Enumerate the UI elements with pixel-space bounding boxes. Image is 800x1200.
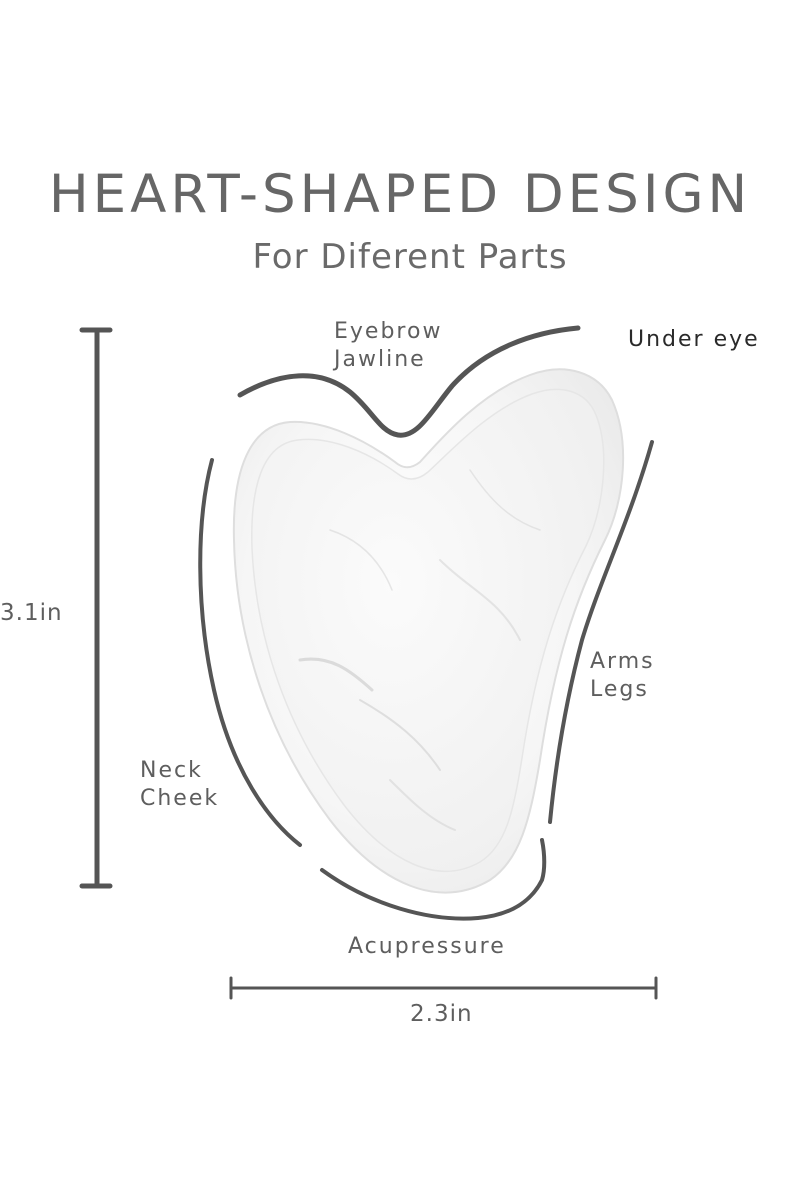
label-legs: Legs (590, 677, 649, 702)
label-neck: Neck (140, 758, 203, 783)
contour-lines (198, 325, 654, 921)
stone-bevel (251, 388, 605, 872)
contour-left (198, 458, 302, 847)
contour-right (548, 440, 654, 824)
height-dimension-line (79, 327, 113, 889)
gua-sha-stone (232, 368, 625, 894)
width-dimension-line (229, 976, 658, 1000)
contour-top (237, 325, 581, 438)
height-measurement: 3.1in (0, 600, 63, 626)
page-subtitle: For Diferent Parts (252, 237, 568, 277)
width-measurement: 2.3in (410, 1001, 473, 1027)
label-cheek: Cheek (140, 786, 220, 811)
label-acupressure: Acupressure (348, 934, 506, 959)
marble-veins (298, 469, 541, 831)
page-title: HEART-SHAPED DESIGN (48, 164, 752, 225)
contour-bottom (320, 838, 547, 921)
label-arms: Arms (590, 649, 655, 674)
label-eyebrow: Eyebrow (334, 319, 443, 344)
label-jawline: Jawline (334, 347, 426, 372)
label-under-eye: Under eye (628, 327, 760, 352)
label-neck-cheek: Neck Cheek (140, 757, 219, 813)
label-eyebrow-jawline: Eyebrow Jawline (334, 318, 442, 374)
label-arms-legs: Arms Legs (590, 648, 655, 704)
